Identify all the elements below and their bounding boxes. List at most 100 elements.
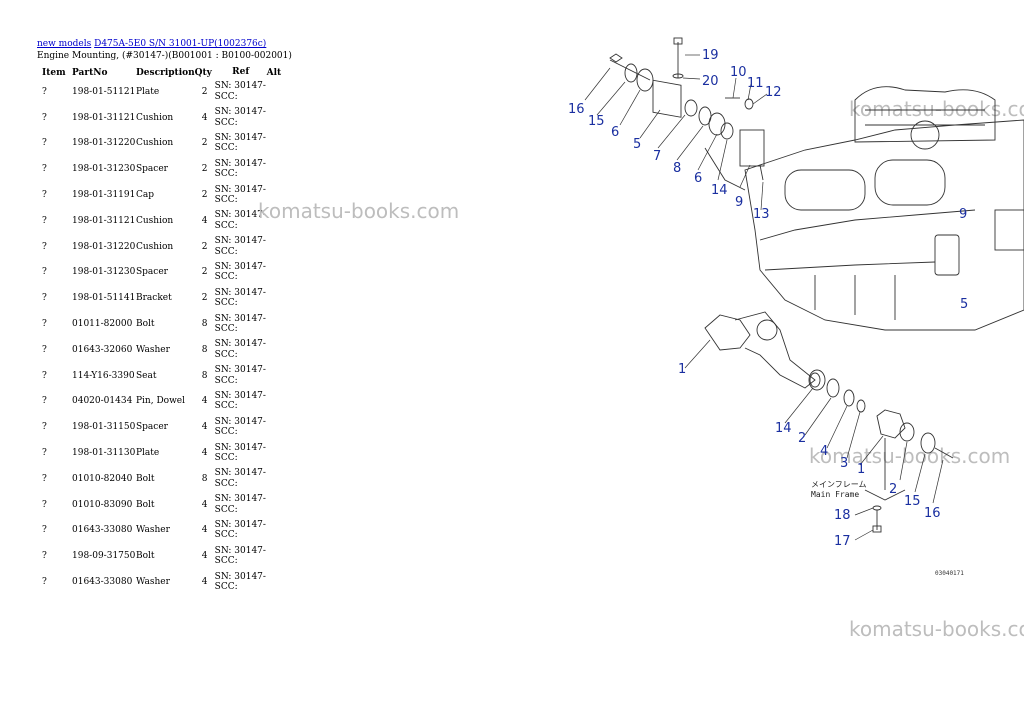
row-ref-line1: SN: 30147- xyxy=(214,519,266,530)
callout-1: 1 xyxy=(678,362,686,377)
row-partno: 01643-33080 xyxy=(72,525,133,536)
row-ref: SN: 30147-SCC: xyxy=(215,440,267,466)
row-ref-line2: SCC: xyxy=(214,478,238,489)
row-qty: 2 xyxy=(201,86,208,97)
header-ref: Ref xyxy=(232,67,250,78)
row-qty: 2 xyxy=(201,293,208,304)
row-partno: 198-09-31750 xyxy=(72,551,136,562)
callout-7: 7 xyxy=(653,149,661,164)
row-description: Cushion xyxy=(136,241,174,252)
row-qty: 2 xyxy=(201,138,208,149)
header-partno: PartNo xyxy=(72,67,108,78)
row-item: ? xyxy=(42,267,47,278)
row-ref: SN: 30147-SCC: xyxy=(215,311,267,337)
row-item: ? xyxy=(42,551,47,562)
row-ref: SN: 30147-SCC: xyxy=(215,466,267,492)
row-qty: 8 xyxy=(201,344,208,355)
row-qty: 8 xyxy=(201,473,208,484)
callout-12: 12 xyxy=(765,85,782,100)
row-qty: 4 xyxy=(201,422,208,433)
row-qty: 4 xyxy=(201,551,208,562)
row-item: ? xyxy=(42,215,47,226)
row-description: Spacer xyxy=(136,422,168,433)
row-ref-line2: SCC: xyxy=(214,324,238,335)
row-ref: SN: 30147-SCC: xyxy=(215,234,267,260)
row-qty: 4 xyxy=(201,499,208,510)
row-description: Spacer xyxy=(136,267,168,278)
parts-table: Item PartNo Description Qty Ref Alt ?198… xyxy=(37,66,287,595)
row-ref-line2: SCC: xyxy=(214,556,238,567)
row-partno: 198-01-31130 xyxy=(72,448,136,459)
row-ref: SN: 30147-SCC: xyxy=(215,569,267,595)
row-ref: SN: 30147-SCC: xyxy=(215,285,267,311)
row-ref: SN: 30147-SCC: xyxy=(215,182,267,208)
callout-5: 5 xyxy=(633,137,641,152)
row-alt xyxy=(267,543,287,569)
row-ref: SN: 30147-SCC: xyxy=(215,389,267,415)
callout-2: 2 xyxy=(798,431,806,446)
callout-16b: 16 xyxy=(924,506,941,521)
row-item: ? xyxy=(42,473,47,484)
row-ref: SN: 30147-SCC: xyxy=(215,260,267,286)
row-description: Cushion xyxy=(136,215,174,226)
row-partno: 198-01-31191 xyxy=(72,190,136,201)
row-partno: 198-01-51141 xyxy=(72,293,136,304)
callout-2b: 2 xyxy=(889,482,897,497)
row-qty: 2 xyxy=(201,164,208,175)
row-alt xyxy=(267,234,287,260)
row-item: ? xyxy=(42,344,47,355)
row-ref-line2: SCC: xyxy=(214,349,238,360)
row-description: Plate xyxy=(136,86,160,97)
row-item: ? xyxy=(42,370,47,381)
row-qty: 2 xyxy=(201,267,208,278)
row-ref-line1: SN: 30147- xyxy=(214,184,266,195)
row-alt xyxy=(267,466,287,492)
callout-8: 8 xyxy=(673,161,681,176)
watermark: komatsu-books.com xyxy=(809,444,1011,468)
callout-14: 14 xyxy=(711,183,728,198)
row-ref-line2: SCC: xyxy=(214,427,238,438)
row-alt xyxy=(267,389,287,415)
row-alt xyxy=(267,337,287,363)
callout-20: 20 xyxy=(702,74,719,89)
parts-diagram: 19 20 10 11 12 16 15 6 5 7 8 6 14 9 13 9… xyxy=(568,37,1024,577)
row-ref-line2: SCC: xyxy=(214,298,238,309)
row-description: Bolt xyxy=(136,473,155,484)
row-ref-line2: SCC: xyxy=(214,272,238,283)
row-item: ? xyxy=(42,293,47,304)
row-ref-line1: SN: 30147- xyxy=(214,107,266,118)
watermark: komatsu-books.com xyxy=(849,617,1024,641)
header-description: Description xyxy=(136,67,195,78)
row-qty: 4 xyxy=(201,112,208,123)
row-partno: 198-01-51121 xyxy=(72,86,136,97)
breadcrumb-link-new-models[interactable]: new models xyxy=(37,39,92,49)
row-item: ? xyxy=(42,499,47,510)
row-description: Bolt xyxy=(136,551,155,562)
row-description: Plate xyxy=(136,448,160,459)
row-alt xyxy=(267,311,287,337)
row-alt xyxy=(267,363,287,389)
row-alt xyxy=(267,79,287,105)
row-ref: SN: 30147-SCC: xyxy=(215,105,267,131)
callout-6: 6 xyxy=(611,125,619,140)
row-partno: 198-01-31220 xyxy=(72,138,136,149)
row-item: ? xyxy=(42,241,47,252)
breadcrumb: new models D475A-5E0 S/N 31001-UP(100237… xyxy=(37,39,266,49)
row-partno: 198-01-31121 xyxy=(72,112,136,123)
row-item: ? xyxy=(42,86,47,97)
row-item: ? xyxy=(42,319,47,330)
breadcrumb-link-model[interactable]: D475A-5E0 S/N 31001-UP(1002376c) xyxy=(94,39,267,49)
row-partno: 04020-01434 xyxy=(72,396,133,407)
row-ref-line1: SN: 30147- xyxy=(214,339,266,350)
